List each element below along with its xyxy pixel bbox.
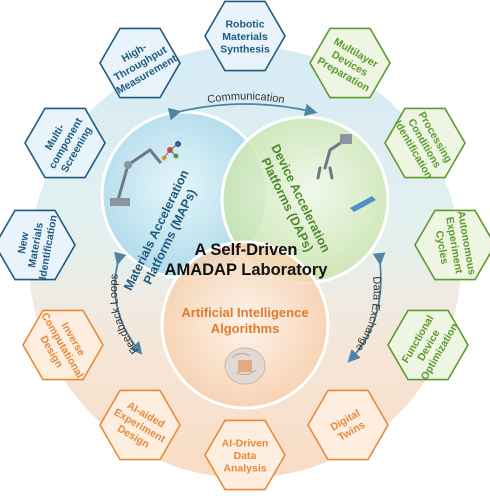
communication-arrow <box>167 103 318 121</box>
hexagon-label-line: Materials <box>222 31 268 43</box>
hexagon-shape <box>309 27 391 99</box>
center-title-line1: A Self-Driven <box>195 241 298 259</box>
device-wafer-icon <box>350 196 376 212</box>
ai-circle <box>160 240 330 410</box>
hexagon-shape <box>99 389 181 461</box>
molecule-icon <box>161 141 181 161</box>
hexagon-label-line: AI-Driven <box>222 438 269 450</box>
hexagon-shape <box>384 107 466 179</box>
hexagon-shape <box>24 107 106 179</box>
ai-label-line1: Artificial Intelligence <box>181 305 308 320</box>
hexagon-shape <box>307 389 389 461</box>
hexagon-shape <box>22 309 104 381</box>
hexagon-label-line: Analysis <box>223 463 266 475</box>
hexagon-shape <box>0 209 76 281</box>
hexagon-shape <box>414 209 490 281</box>
hexagon-shape <box>204 0 286 72</box>
hexagon-shape <box>99 27 181 99</box>
data-exchange-arrow <box>347 252 386 363</box>
hexagon-label-line: Robotic <box>225 19 264 31</box>
brain-icon <box>224 347 266 385</box>
hexagon-label-line: Synthesis <box>220 44 270 56</box>
ai-label-line2: Algorithms <box>211 321 280 336</box>
device-robot-icon <box>316 134 352 180</box>
center-title-line2: AMADAP Laboratory <box>165 261 329 279</box>
robot-arm-icon <box>110 148 162 206</box>
feedback-arrow <box>114 251 143 355</box>
hexagon-label-line: Cycles <box>433 230 451 266</box>
hexagon-label-line: New <box>16 231 32 255</box>
communication-label: Communication <box>206 90 285 106</box>
hexagon-shape <box>387 309 469 381</box>
hexagon-label-line: Data <box>234 450 257 462</box>
hexagon-shape <box>204 419 286 491</box>
